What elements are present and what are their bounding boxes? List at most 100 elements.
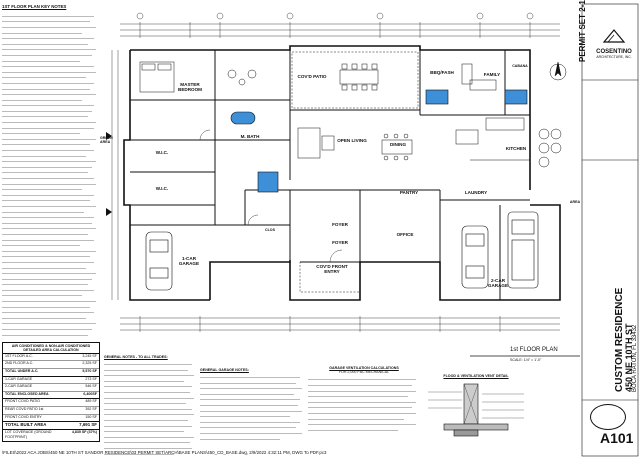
note-line xyxy=(308,386,416,392)
note-line xyxy=(200,417,300,423)
note-line xyxy=(2,330,88,336)
note-line xyxy=(200,434,280,440)
note-line xyxy=(2,151,86,157)
note-line xyxy=(2,291,82,297)
note-line xyxy=(200,428,302,434)
shower-icon xyxy=(257,171,279,193)
note-line xyxy=(200,389,294,395)
note-line xyxy=(2,162,92,168)
room-label-pantry: PANTRY xyxy=(399,190,419,195)
room-label-clos: CLOS xyxy=(265,228,275,232)
note-line xyxy=(2,302,90,308)
seating-icon xyxy=(227,69,257,86)
note-line xyxy=(104,376,184,382)
note-line xyxy=(104,399,186,405)
note-line xyxy=(2,17,90,23)
note-line xyxy=(104,449,174,455)
note-line xyxy=(2,134,96,140)
note-line xyxy=(2,274,92,280)
room-label-laundry: LAUNDRY xyxy=(464,190,488,195)
note-line xyxy=(104,382,192,388)
calc-row-label: TOTAL BUILT AREA xyxy=(5,422,47,428)
note-line xyxy=(200,400,298,406)
key-notes-panel: 1ST FLOOR PLAN KEY NOTES xyxy=(2,4,98,336)
room-label-garage-1: 1-CAR GARAGE xyxy=(178,256,200,267)
calc-row-label: REAR COVD PATIO 1st xyxy=(5,406,44,411)
note-line xyxy=(2,101,94,107)
plan-scale: SCALE: 1/4" = 1'-0" xyxy=(510,358,542,362)
note-line xyxy=(104,371,194,377)
note-line xyxy=(308,380,412,386)
note-line xyxy=(2,28,82,34)
general-notes-block: GENERAL NOTES - TO ALL TRADES: xyxy=(104,355,196,455)
room-label-cabana: CABANA xyxy=(512,64,528,68)
calc-header-line-2: DETAILED AREA CALCULATION xyxy=(3,348,99,354)
interior-dining-table-icon xyxy=(381,133,413,161)
ventilation-title: GARAGE VENTILATION CALCULATIONS xyxy=(329,366,399,370)
note-line xyxy=(2,269,96,275)
calc-row: 2-CAR GARAGE 546 SF xyxy=(3,384,99,392)
room-label-wic-2: W.I.C. xyxy=(155,186,169,191)
ventilation-subtitle: FOR 2,000 FBC MECHANICAL xyxy=(338,370,390,375)
calc-row-value: 489 SF xyxy=(85,399,97,404)
room-label-foyer-2: FOYER xyxy=(332,240,348,245)
ac-unit-icon xyxy=(538,128,562,168)
calc-row: REAR COVD PATIO 1st 392 SF xyxy=(3,407,99,415)
note-line xyxy=(2,185,82,191)
bed-icon xyxy=(139,61,175,93)
calc-row: FRONT COVD PATIO 489 SF xyxy=(3,399,99,407)
calc-row-value: 546 SF xyxy=(85,384,97,389)
room-label-m-bath: M. BATH xyxy=(240,134,260,139)
note-line xyxy=(2,235,94,241)
calc-row: 1-CAR GARAGE 273 SF xyxy=(3,377,99,385)
note-line xyxy=(2,45,96,51)
calc-row-label: LOT COVERAGE (GROUND FOOTPRINT) xyxy=(5,430,52,439)
calc-row-value: 2,325 SF xyxy=(82,361,97,366)
flood-vent-section-drawing xyxy=(428,383,524,437)
sheet-number: A101 xyxy=(600,430,634,446)
firm-logo: COSENTINO ARCHITECTURE, INC. xyxy=(594,28,634,59)
calc-row-label: TOTAL ENCLOSED AREA xyxy=(5,391,49,396)
key-notes-title: 1ST FLOOR PLAN KEY NOTES xyxy=(2,4,67,9)
truck-icon xyxy=(507,211,539,289)
note-line xyxy=(104,365,188,371)
note-line xyxy=(308,420,416,426)
seal-stamp xyxy=(590,404,626,430)
tub-icon xyxy=(230,111,256,125)
firm-name: COSENTINO xyxy=(596,49,632,55)
note-line xyxy=(200,406,302,412)
room-label-kitchen: KITCHEN xyxy=(505,146,527,151)
dining-table-icon xyxy=(339,63,379,91)
note-line xyxy=(200,395,300,401)
room-label-bbq: BBQ/FASH xyxy=(430,70,454,75)
note-line xyxy=(2,129,80,135)
note-line xyxy=(308,375,416,381)
firm-subtitle: ARCHITECTURE, INC. xyxy=(596,55,632,59)
note-line xyxy=(2,168,88,174)
car-icon xyxy=(461,225,489,289)
note-line xyxy=(308,425,398,431)
note-line xyxy=(200,372,300,378)
note-line xyxy=(2,313,86,319)
note-line xyxy=(2,263,86,269)
project-city: BOCA RATON, FL 33432 xyxy=(632,324,638,392)
plan-title: 1st FLOOR PLAN xyxy=(510,347,558,353)
note-line xyxy=(2,173,94,180)
note-line xyxy=(2,123,94,129)
note-line xyxy=(200,423,296,429)
calc-row-value: 5,570 SF xyxy=(82,369,97,373)
note-line xyxy=(2,280,88,286)
calc-row-label: TOTAL UNDER A.C. xyxy=(5,369,39,373)
room-label-open-living: OPEN LIVING xyxy=(337,138,367,143)
garage-notes-title: GENERAL GARAGE NOTES: xyxy=(200,368,249,372)
note-line xyxy=(2,229,88,235)
room-label-front-entry: COV'D FRONT ENTRY xyxy=(316,264,348,275)
note-line xyxy=(308,408,416,414)
bbq-shower-icon xyxy=(425,89,449,105)
note-line xyxy=(2,140,90,146)
room-label-covd-patio: COV'D PATIO xyxy=(297,74,327,79)
cabana-shower-icon xyxy=(504,89,528,105)
calc-row-label: 1ST FLOOR A.C. xyxy=(5,353,33,358)
note-line xyxy=(2,73,86,79)
